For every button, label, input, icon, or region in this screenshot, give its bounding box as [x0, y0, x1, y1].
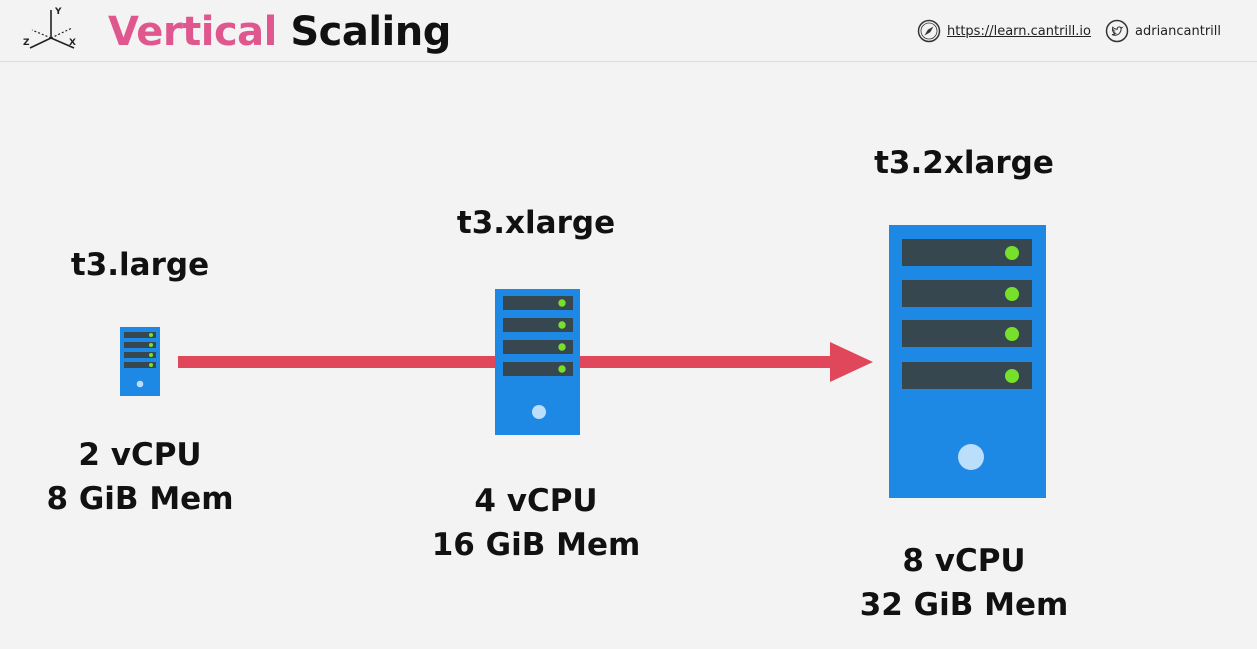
compass-icon [917, 19, 941, 43]
twitter-handle-text: adriancantrill [1135, 23, 1222, 39]
instance-name-t3-xlarge: t3.xlarge [456, 205, 616, 241]
instance-specs-t3-2xlarge: 8 vCPU 32 GiB Mem [860, 539, 1069, 627]
page-title: Vertical Scaling [108, 8, 451, 56]
title-word-scaling: Scaling [290, 9, 451, 55]
axis-label-y: Y [54, 7, 62, 17]
server-icon-small [120, 327, 160, 396]
instance-name-t3-large: t3.large [70, 247, 210, 283]
memory-size: 16 GiB Mem [431, 527, 641, 563]
instance-name-t3-2xlarge: t3.2xlarge [874, 145, 1054, 181]
instance-specs-t3-large: 2 vCPU 8 GiB Mem [46, 433, 233, 521]
server-icon-large [889, 225, 1046, 498]
title-word-vertical: Vertical [108, 9, 277, 55]
website-url[interactable]: https://learn.cantrill.io [947, 23, 1091, 39]
vcpu-count: 8 vCPU [902, 543, 1026, 579]
memory-size: 8 GiB Mem [46, 481, 234, 517]
twitter-icon [1105, 19, 1129, 43]
memory-size: 32 GiB Mem [859, 587, 1069, 623]
instance-specs-t3-xlarge: 4 vCPU 16 GiB Mem [432, 479, 641, 567]
vcpu-count: 4 vCPU [474, 483, 598, 519]
axis-label-x: X [69, 38, 76, 48]
vcpu-count: 2 vCPU [78, 437, 202, 473]
arrow-head [830, 342, 873, 382]
xyz-axes-logo-icon: Y Z X [23, 7, 76, 49]
twitter-handle[interactable]: adriancantrill [1105, 19, 1221, 43]
website-link[interactable]: https://learn.cantrill.io [917, 19, 1091, 43]
axis-label-z: Z [23, 38, 30, 48]
header-bar: Y Z X Vertical Scaling https://learn.can… [0, 0, 1257, 62]
server-icon-medium [495, 289, 580, 435]
